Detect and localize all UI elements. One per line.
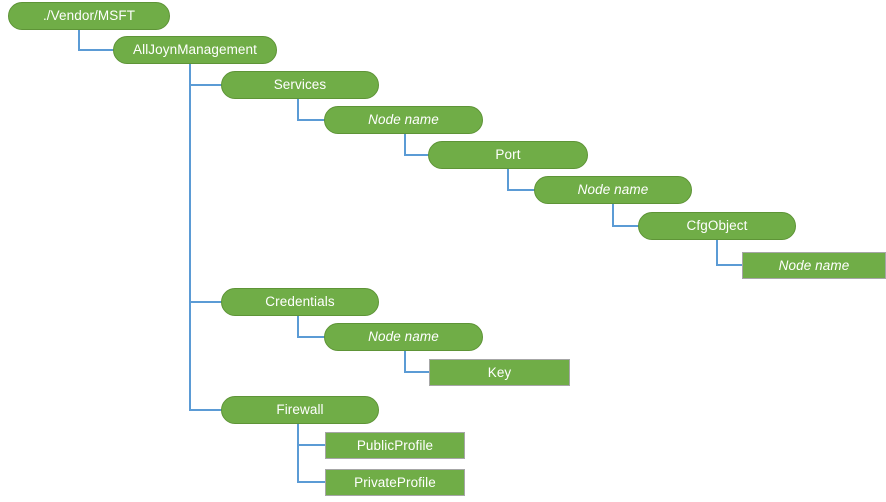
tree-node-label: Node name <box>368 329 439 345</box>
tree-node-label: Key <box>487 364 512 380</box>
tree-node-credentials-nodename[interactable]: Node name <box>324 323 483 351</box>
tree-node-label: PrivateProfile <box>354 474 436 490</box>
connector-cfgobject-to-nodename-horizontal <box>716 264 744 266</box>
tree-node-services[interactable]: Services <box>221 71 379 99</box>
tree-node-label: Credentials <box>265 294 335 310</box>
connector-services-to-nodename-horizontal <box>297 119 326 121</box>
tree-node-label: AllJoynManagement <box>132 42 258 58</box>
tree-node-label: Services <box>273 77 327 93</box>
tree-node-key[interactable]: Key <box>429 359 570 386</box>
tree-node-label: Firewall <box>276 402 324 418</box>
connector-nodename-to-cfgobject-horizontal <box>612 225 640 227</box>
connector-alljoyn-to-credentials-horizontal <box>189 301 223 303</box>
connector-root-to-alljoyn-horizontal <box>78 49 115 51</box>
tree-node-firewall[interactable]: Firewall <box>221 396 379 424</box>
tree-node-alljoynmanagement[interactable]: AllJoynManagement <box>113 36 277 64</box>
tree-node-port-nodename[interactable]: Node name <box>534 176 692 204</box>
connector-root-to-alljoyn-vertical <box>78 30 80 51</box>
connector-nodename-to-port-vertical <box>404 134 406 155</box>
connector-alljoyn-trunk-vertical <box>189 64 191 411</box>
tree-node-cfgobject-nodename[interactable]: Node name <box>742 252 886 279</box>
connector-credentials-to-nodename-vertical <box>297 316 299 337</box>
connector-cfgobject-to-nodename-vertical <box>716 240 718 265</box>
connector-credentials-to-nodename-horizontal <box>297 336 326 338</box>
tree-node-cfgobject[interactable]: CfgObject <box>638 212 796 240</box>
tree-node-label: PublicProfile <box>356 437 434 453</box>
connector-firewall-to-privateprofile-horizontal <box>297 481 327 483</box>
connector-alljoyn-to-firewall-horizontal <box>189 409 223 411</box>
connector-nodename-to-cfgobject-vertical <box>612 204 614 225</box>
tree-node-credentials[interactable]: Credentials <box>221 288 379 316</box>
connector-services-to-nodename-vertical <box>297 99 299 120</box>
tree-node-label: CfgObject <box>686 218 748 234</box>
tree-node-label: Node name <box>577 182 649 198</box>
tree-node-services-nodename[interactable]: Node name <box>324 106 483 134</box>
connector-firewall-to-publicprofile-horizontal <box>297 444 327 446</box>
tree-node-label: Node name <box>368 112 439 128</box>
connector-nodename-to-key-vertical <box>404 351 406 372</box>
connector-port-to-nodename-horizontal <box>507 189 536 191</box>
tree-node-privateprofile[interactable]: PrivateProfile <box>325 469 465 496</box>
connector-nodename-to-key-horizontal <box>404 371 431 373</box>
tree-node-label: Port <box>495 147 521 163</box>
connector-port-to-nodename-vertical <box>507 169 509 190</box>
tree-node-label: Node name <box>778 257 850 273</box>
tree-node-label: ./Vendor/MSFT <box>42 8 136 24</box>
tree-node-root[interactable]: ./Vendor/MSFT <box>8 2 170 30</box>
tree-node-port[interactable]: Port <box>428 141 588 169</box>
connector-alljoyn-to-services-horizontal <box>189 84 223 86</box>
connector-nodename-to-port-horizontal <box>404 154 430 156</box>
connector-firewall-subtrunk-vertical <box>297 424 299 483</box>
tree-node-publicprofile[interactable]: PublicProfile <box>325 432 465 459</box>
